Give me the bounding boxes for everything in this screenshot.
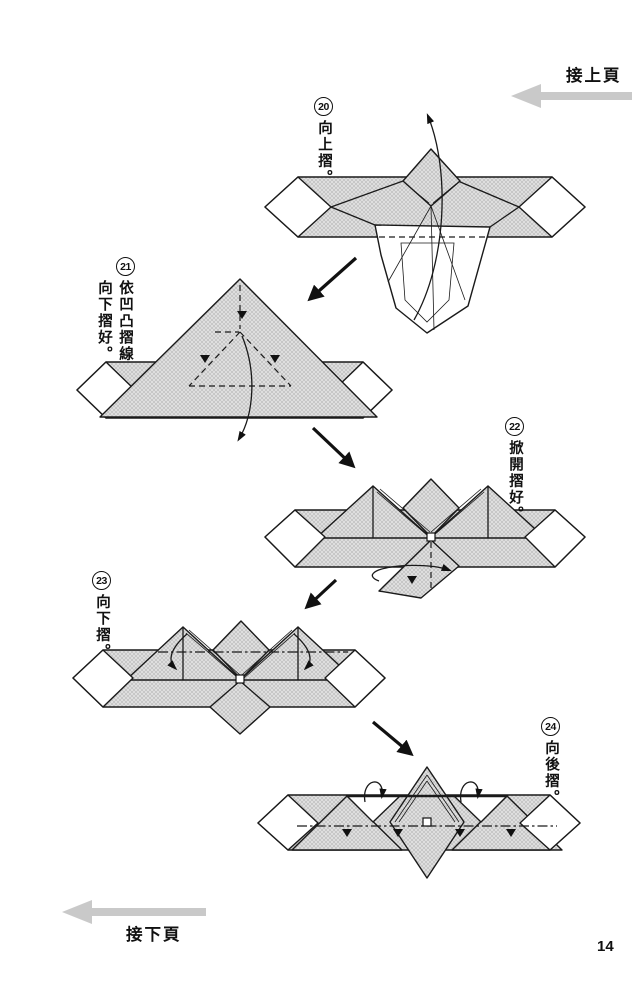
step-instruction-line: 依凹凸摺線 <box>117 280 133 363</box>
step-instruction-line: 掀開摺好。 <box>507 440 523 523</box>
step-23-instruction: 向下摺。 <box>91 594 112 660</box>
next-page-arrow-icon <box>62 900 206 924</box>
step-instruction-line: 向上摺。 <box>316 120 332 186</box>
step-23-label: 23 向下摺。 <box>91 571 112 660</box>
step-22-label: 22 掀開摺好。 <box>504 417 525 523</box>
step-instruction-line: 向下摺。 <box>94 594 110 660</box>
step-21-instruction: 依凹凸摺線 向下摺好。 <box>93 280 135 363</box>
arrow-step21-to-step22 <box>311 426 356 469</box>
step-instruction-line: 向後摺。 <box>543 740 559 806</box>
step-24-number-badge: 24 <box>541 717 560 736</box>
step-20-figure <box>264 113 586 334</box>
step-instruction-line: 向下摺好。 <box>96 280 112 363</box>
step-23-number-badge: 23 <box>92 571 111 590</box>
step-21-label: 21 依凹凸摺線 向下摺好。 <box>93 257 135 363</box>
step-22-figure <box>264 478 586 599</box>
arrow-step20-to-step21 <box>307 256 358 302</box>
step-22-instruction: 掀開摺好。 <box>504 440 525 523</box>
step-21-figure <box>76 278 393 442</box>
step-24-label: 24 向後摺。 <box>540 717 561 806</box>
step-21-number-badge: 21 <box>116 257 135 276</box>
prev-page-arrow-icon <box>511 84 632 108</box>
step-24-instruction: 向後摺。 <box>540 740 561 806</box>
page-number: 14 <box>597 938 614 955</box>
step-20-label: 20 向上摺。 <box>313 97 334 186</box>
step-22-number-badge: 22 <box>505 417 524 436</box>
step-20-number-badge: 20 <box>314 97 333 116</box>
arrow-step22-to-step23 <box>304 578 338 610</box>
step-20-instruction: 向上摺。 <box>313 120 334 186</box>
step-24-figure <box>257 766 581 879</box>
arrow-step23-to-step24 <box>371 720 414 757</box>
prev-page-label: 接上頁 <box>566 67 622 85</box>
step-23-figure <box>72 620 386 735</box>
next-page-label: 接下頁 <box>126 926 182 944</box>
